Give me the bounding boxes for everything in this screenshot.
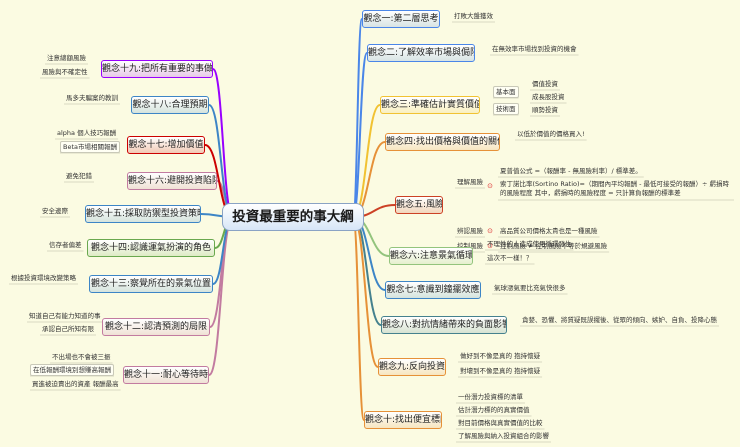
topic-concept-19[interactable]: 觀念十九:把所有重要的事做好 xyxy=(101,60,213,78)
risk-group-identify: 辨認風險 xyxy=(457,227,483,235)
topic-10-detail-4: 了解風險與納入投資組合的影響 xyxy=(458,432,549,440)
risk-group-control: 控制風險 xyxy=(457,242,483,250)
topic-9-detail-1: 做好到不像是真的 抱持懷疑 xyxy=(460,352,541,360)
topic-3-detail-2: 成長股投資 xyxy=(532,93,565,101)
topic-10-detail-1: 一份潛力投資標的清單 xyxy=(458,393,523,401)
topic-concept-1[interactable]: 觀念一:第二層思考 xyxy=(362,10,440,28)
topic-concept-17[interactable]: 觀念十七:增加價值 xyxy=(127,136,205,154)
topic-14-detail: 信存者偏差 xyxy=(49,241,82,249)
topic-11-detail-1: 不出場也不會被三振 xyxy=(52,353,111,361)
topic-12-detail-1: 知道自己有能力知道的事 xyxy=(29,312,101,320)
topic-10-detail-2: 估計潛力標的的真實價值 xyxy=(458,406,530,414)
topic-3-detail-1: 價值投資 xyxy=(532,80,558,88)
topic-10-detail-3: 對目前價格與真實價值的比較 xyxy=(458,419,543,427)
topic-concept-16[interactable]: 觀念十六:避開投資陷阱 xyxy=(127,172,217,190)
topic-concept-14[interactable]: 觀念十四:認識運氣扮演的角色 xyxy=(87,239,215,257)
branch-line-c10 xyxy=(352,216,365,421)
technical-label: 技術面 xyxy=(493,103,519,115)
topic-7-detail: 氣球漲氣要比充氣快很多 xyxy=(494,284,566,292)
topic-1-detail: 打敗大盤獲效 xyxy=(454,12,493,20)
topic-concept-10[interactable]: 觀念十:找出便宜標的 xyxy=(364,411,442,429)
topic-19-detail-2: 風險與不確定性 xyxy=(42,68,88,76)
topic-concept-13[interactable]: 觀念十三:察覺所在的景氣位置 xyxy=(89,275,213,293)
topic-4-detail: 以低於價值的價格買入! xyxy=(517,130,585,138)
risk-detail-quality: 高品質公司價格太貴也是一種風險 xyxy=(500,227,598,235)
topic-9-detail-2: 對壞到不像是真的 抱持懷疑 xyxy=(460,367,541,375)
topic-18-detail: 馬多夫騙案的教訓 xyxy=(66,94,118,102)
risk-detail-sortino: 索丁諾比率(Sortino Ratio)=（期間內平均報酬 - 最低可接受的報酬… xyxy=(500,180,729,197)
topic-19-detail-1: 注意總額風險 xyxy=(47,54,86,62)
topic-concept-18[interactable]: 觀念十八:合理預期 xyxy=(131,96,209,114)
topic-15-detail: 安全邊際 xyxy=(42,207,68,215)
topic-concept-15[interactable]: 觀念十五:採取防禦型投資策略 xyxy=(85,205,201,223)
risk-detail-control: 控制風險 ≠ 控制風險不等於規避風險 xyxy=(500,242,608,250)
topic-concept-8[interactable]: 觀念八:對抗情緒帶來的負面影響 xyxy=(381,316,507,334)
topic-concept-4[interactable]: 觀念四:找出價格與價值的關係 xyxy=(385,133,500,151)
risk-group-understand: 理解風險 xyxy=(457,178,483,186)
topic-concept-5[interactable]: 觀念五:風險 xyxy=(395,196,443,214)
topic-concept-6[interactable]: 觀念六:注意景氣循環 xyxy=(389,247,473,265)
topic-11-detail-2: 在低報酬環境別想賺高報酬 xyxy=(30,364,114,376)
topic-concept-9[interactable]: 觀念九:反向投資 xyxy=(378,358,446,376)
warning-bullet: ⊙ xyxy=(487,242,493,250)
topic-6-detail-2: 這次不一樣！？ xyxy=(487,254,533,262)
topic-3-detail-3: 順勢投資 xyxy=(532,106,558,114)
topic-8-detail: 貪婪、恐懼、將質疑既誤擺後、從眾的傾向、嫉妒、自負、投降心態 xyxy=(522,316,717,324)
topic-16-detail: 避免犯錯 xyxy=(66,172,92,180)
warning-bullet: ⊙ xyxy=(487,182,493,190)
topic-11-detail-3: 買進被迫賣出的資產 報酬最高 xyxy=(32,380,119,388)
branch-line-c12 xyxy=(209,216,234,328)
topic-concept-7[interactable]: 觀念七:意識到鐘擺效應 xyxy=(385,281,481,299)
topic-concept-2[interactable]: 觀念二:了解效率市場與侷限 xyxy=(367,44,475,62)
topic-concept-11[interactable]: 觀念十一:耐心等待時機 xyxy=(123,366,209,384)
central-topic[interactable]: 投資最重要的事大綱 xyxy=(222,203,364,231)
topic-6-detail-1: 不理性的人造成使用循環發生 xyxy=(487,240,572,248)
topic-17-detail-1: alpha 個人技巧報酬 xyxy=(57,129,117,137)
topic-13-detail: 根據投資環境改變策略 xyxy=(11,274,76,282)
topic-concept-3[interactable]: 觀念三:準確估計實質價值 xyxy=(380,96,480,114)
fundamental-label: 基本面 xyxy=(493,86,519,98)
topic-17-detail-2: Beta市場相關報酬 xyxy=(60,141,120,153)
topic-concept-12[interactable]: 觀念十二:認清預測的局限 xyxy=(102,318,210,336)
topic-2-detail: 在無效率市場找到投資的機會 xyxy=(492,45,577,53)
warning-bullet: ⊙ xyxy=(487,227,493,235)
risk-detail-sharpe: 夏普值公式 =（報酬率 - 無風險利率）/ 標準差。 xyxy=(500,167,642,175)
topic-12-detail-2: 承認自己所知有限 xyxy=(42,325,94,333)
